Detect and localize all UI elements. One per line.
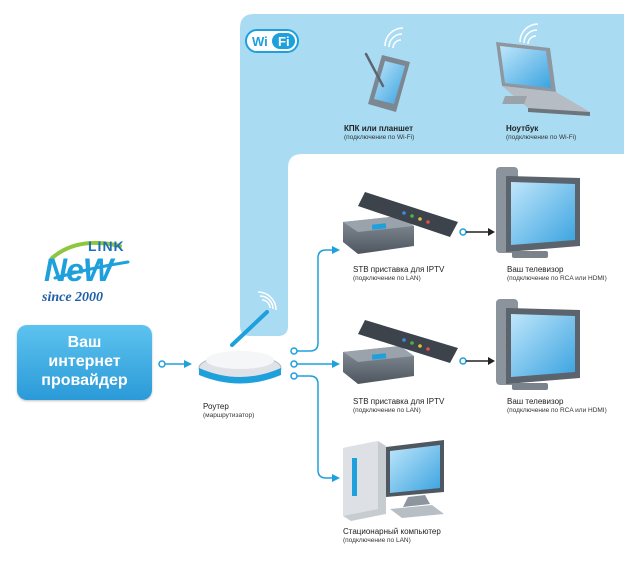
stb-2-icon	[343, 320, 458, 384]
newlink-logo	[50, 240, 130, 280]
provider-line-1: Ваш	[67, 334, 102, 351]
tv-1-icon	[496, 167, 580, 258]
label-laptop-sub: (подключение по Wi-Fi)	[506, 134, 577, 141]
stb-1-icon	[343, 192, 458, 254]
label-laptop: Ноутбук (подключение по Wi-Fi)	[506, 124, 576, 142]
label-desktop-pc-sub: (подключение по LAN)	[343, 537, 411, 544]
label-tv-2-sub: (подключение по RCA или HDMI)	[507, 407, 607, 414]
label-router-title: Роутер	[203, 402, 229, 411]
label-desktop-pc: Стационарный компьютер (подключение по L…	[343, 527, 441, 545]
connector-router-lan	[290, 246, 340, 482]
svg-text:Wi: Wi	[252, 34, 268, 49]
tv-2-icon	[496, 299, 580, 390]
label-stb-1: STB приставка для IPTV (подключение по L…	[353, 265, 444, 283]
tablet-icon	[364, 27, 410, 112]
wifi-coverage-zone	[240, 14, 624, 336]
logo-since-text: since 2000	[42, 290, 104, 305]
label-stb-2-sub: (подключение по LAN)	[353, 407, 421, 414]
logo-new-text: NeW	[44, 252, 113, 288]
label-tv-1-sub: (подключение по RCA или HDMI)	[507, 275, 607, 282]
laptop-icon	[496, 23, 590, 116]
label-stb-1-title: STB приставка для IPTV	[353, 265, 445, 274]
label-pda: КПК или планшет (подключение по Wi-Fi)	[344, 124, 414, 142]
label-tv-2-title: Ваш телевизор	[507, 397, 564, 406]
provider-line-3: провайдер	[41, 372, 128, 389]
label-desktop-pc-title: Стационарный компьютер	[343, 527, 441, 536]
label-tv-1: Ваш телевизор (подключение по RCA или HD…	[507, 265, 607, 283]
wifi-badge: Wi Fi	[245, 29, 299, 53]
label-tv-1-title: Ваш телевизор	[507, 265, 564, 274]
desktop-pc-icon	[343, 440, 444, 521]
logo-link-text: LINK	[88, 238, 125, 254]
connector-stb1-tv1	[459, 228, 495, 236]
connector-stb2-tv2	[459, 357, 495, 365]
label-tv-2: Ваш телевизор (подключение по RCA или HD…	[507, 397, 607, 415]
router-icon	[198, 291, 282, 384]
label-router-sub: (маршрутизатор)	[203, 412, 255, 419]
connector-provider-router	[158, 360, 192, 368]
internet-provider-box: Ваш интернет провайдер	[17, 325, 152, 400]
label-stb-2-title: STB приставка для IPTV	[353, 397, 445, 406]
svg-text:Fi: Fi	[278, 34, 290, 49]
label-stb-2: STB приставка для IPTV (подключение по L…	[353, 397, 444, 415]
label-router: Роутер (маршрутизатор)	[203, 402, 254, 420]
label-pda-title: КПК или планшет	[344, 124, 414, 133]
label-laptop-title: Ноутбук	[506, 124, 539, 133]
provider-line-2: интернет	[48, 353, 121, 370]
label-stb-1-sub: (подключение по LAN)	[353, 275, 421, 282]
label-pda-sub: (подключение по Wi-Fi)	[344, 134, 415, 141]
